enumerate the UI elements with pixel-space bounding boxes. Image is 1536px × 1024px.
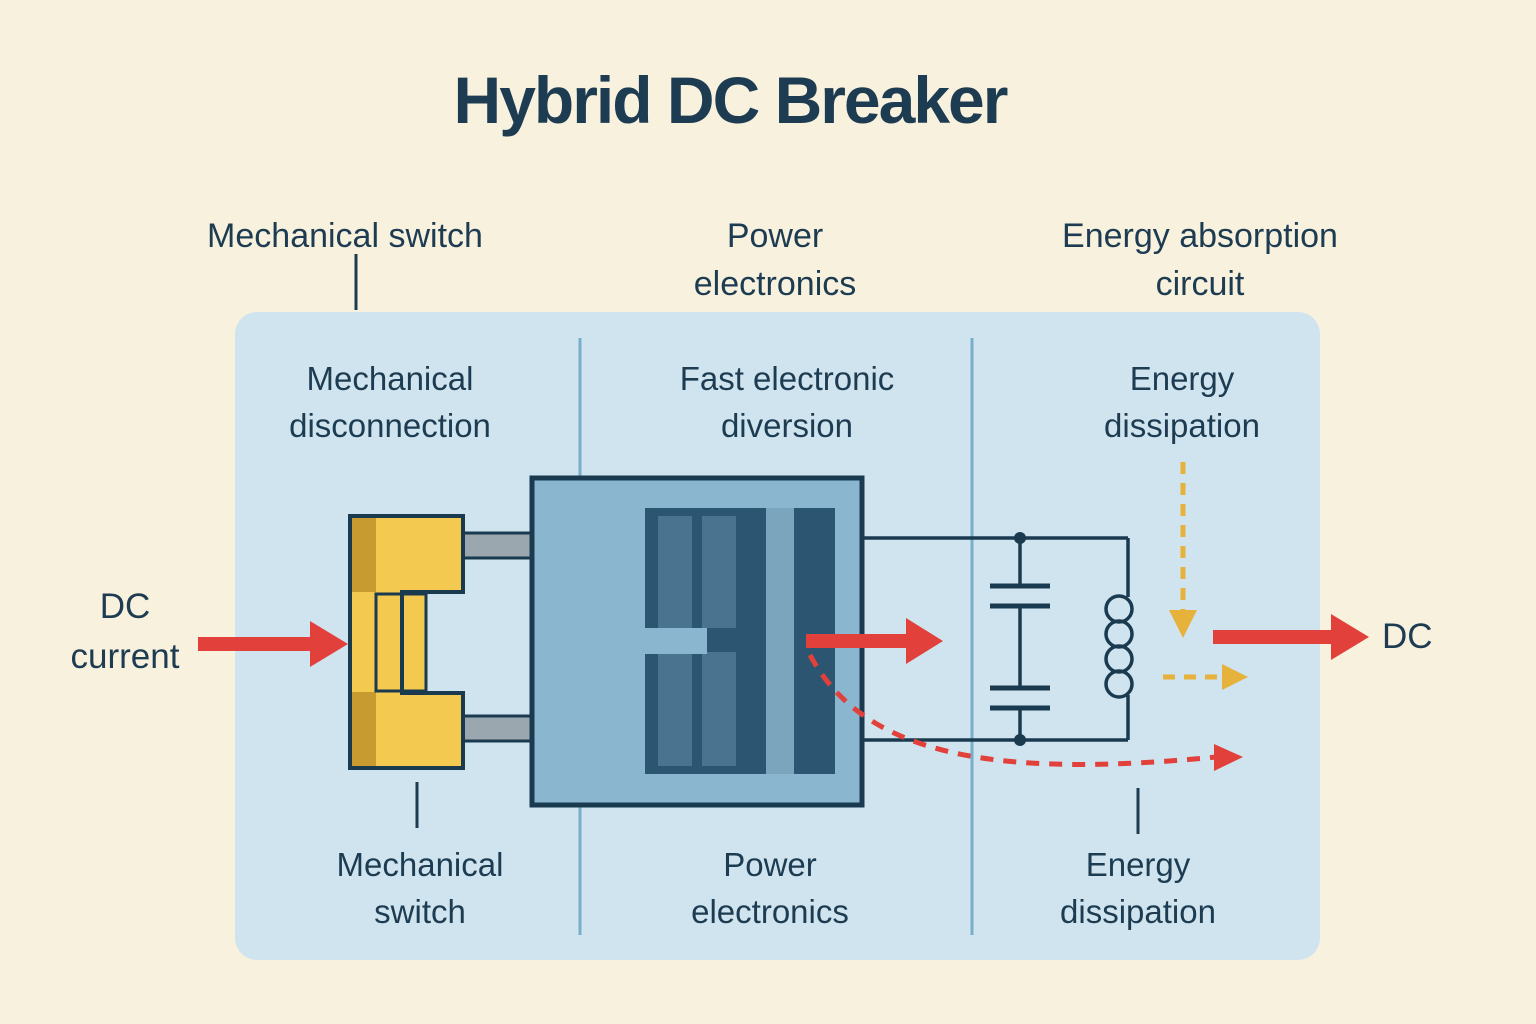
- inductor-symbol: [1104, 538, 1134, 740]
- label-mechanical-switch-bottom: Mechanical switch: [336, 846, 504, 930]
- energy-absorption-circuit-symbol: [845, 532, 1134, 746]
- dc-output-arrow: [1213, 614, 1369, 660]
- circuit-node-bottom: [1014, 734, 1026, 746]
- power-electronics-box: [529, 475, 865, 808]
- label-mechanical-switch-top: Mechanical switch: [207, 217, 483, 255]
- circuit-node-top: [1014, 532, 1026, 544]
- label-energy-dissipation-bottom: Energy dissipation: [1060, 846, 1216, 930]
- label-energy-absorption-circuit-top: Energy absorption circuit: [1062, 217, 1338, 304]
- diversion-arrow: [806, 618, 943, 664]
- dc-input-arrow: [198, 621, 348, 667]
- label-dc-output: DC: [1382, 617, 1433, 656]
- energy-dissipation-arrow-down: [1169, 462, 1197, 638]
- capacitor-symbol: [990, 538, 1050, 740]
- label-power-electronics-top: Power electronics: [693, 217, 857, 304]
- label-mechanical-disconnection: Mechanical disconnection: [289, 360, 491, 444]
- label-fast-electronic-diversion: Fast electronic diversion: [679, 360, 895, 444]
- diagram-title: Hybrid DC Breaker: [453, 63, 1009, 137]
- label-dc-current-input: DC current: [70, 587, 180, 676]
- mechanical-switch-shape: [348, 514, 465, 770]
- energy-dissipation-arrow-right: [1163, 664, 1248, 690]
- fault-current-dashed-arrow: [807, 653, 1243, 771]
- label-energy-dissipation-top: Energy dissipation: [1104, 360, 1260, 444]
- label-power-electronics-bottom: Power electronics: [691, 846, 849, 930]
